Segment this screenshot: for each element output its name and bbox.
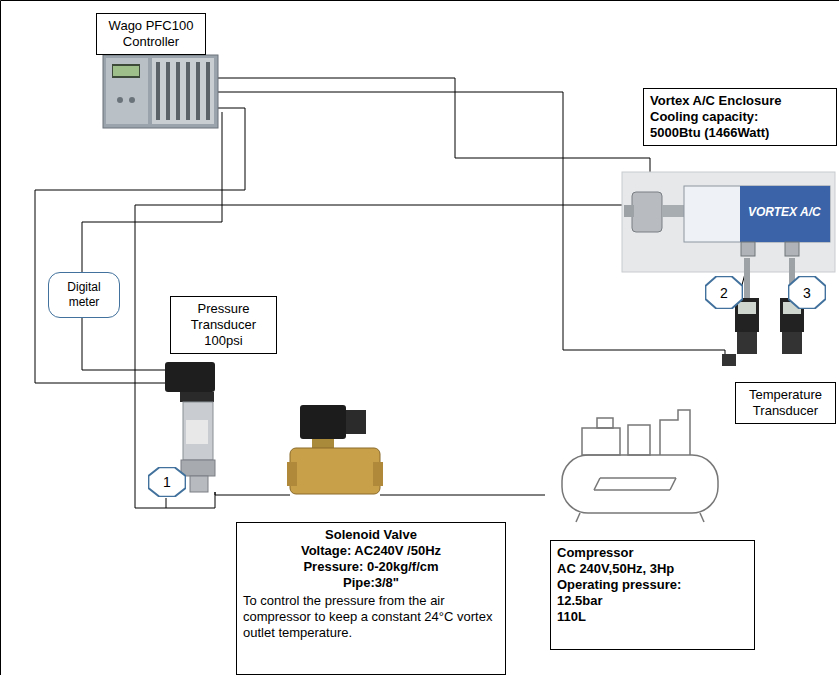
node-text: To control the pressure from the air com… — [243, 593, 499, 641]
node-text: Voltage: AC240V /50Hz — [243, 543, 499, 559]
node-text: Operating pressure: — [557, 577, 748, 593]
node-title: Digital meter — [53, 280, 115, 310]
label-box: Vortex A/C EnclosureCooling capacity:500… — [643, 88, 837, 146]
callout-number: 1 — [148, 467, 186, 497]
device-brand: VORTEX A/C — [748, 205, 821, 219]
node-title: Compressor — [557, 545, 748, 561]
node-text: Pressure: 0-20kg/f/cm — [243, 559, 499, 575]
label-box: Solenoid ValveVoltage: AC240V /50HzPress… — [236, 522, 506, 675]
node-title: 3 — [803, 285, 811, 301]
node-text: 5000Btu (1466Watt) — [650, 125, 830, 141]
node-title: 1 — [163, 474, 171, 490]
node-title: Temperature Transducer — [742, 387, 829, 419]
node-title: 2 — [720, 285, 728, 301]
node-title: Solenoid Valve — [243, 527, 499, 543]
callout-number: 3 — [788, 276, 826, 309]
meter-box: Digital meter — [48, 272, 120, 318]
label-box: CompressorAC 240V,50Hz, 3HpOperating pre… — [550, 540, 755, 650]
label-box: Pressure Transducer 100psi — [170, 296, 277, 354]
label-box: Temperature Transducer — [735, 382, 836, 424]
node-text: Cooling capacity: — [650, 109, 830, 125]
callout-number: 2 — [705, 276, 743, 309]
node-text: 110L — [557, 609, 748, 625]
node-text: AC 240V,50Hz, 3Hp — [557, 561, 748, 577]
node-title: Wago PFC100 Controller — [103, 18, 199, 50]
node-title: Vortex A/C Enclosure — [650, 93, 830, 109]
node-title: Pressure Transducer 100psi — [177, 301, 270, 349]
node-text: 12.5bar — [557, 593, 748, 609]
label-box: Wago PFC100 Controller — [96, 13, 206, 55]
node-text: Pipe:3/8" — [243, 575, 499, 591]
